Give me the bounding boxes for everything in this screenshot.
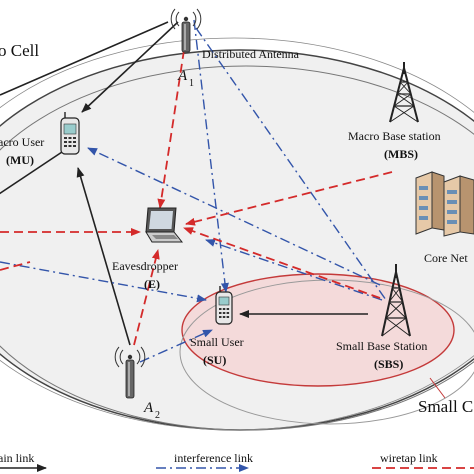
legend-interference-link: interference link	[156, 451, 253, 472]
macro-user-abbr: (MU)	[6, 153, 34, 167]
legend-wiretap-label: wiretap link	[380, 451, 438, 465]
macro-user-label: acro User	[0, 135, 44, 149]
interference-a1-to-sbs	[195, 27, 387, 301]
distributed-antenna-label: Distributed Antenna	[202, 47, 300, 61]
main-link-a2-to-mu	[76, 167, 131, 346]
small-base-station-tower-icon	[381, 264, 411, 337]
core-network-server-icon	[415, 171, 474, 237]
wiretap-left-lower	[0, 261, 31, 271]
wiretap-mbs-to-e	[185, 171, 393, 226]
small-user-label: Small User	[190, 335, 244, 349]
mbs-abbr: (MBS)	[384, 147, 418, 161]
sbs-abbr: (SBS)	[374, 357, 403, 371]
interference-sbs-to-mu	[87, 147, 381, 286]
legend: ain link interference link wiretap link	[0, 451, 474, 472]
interference-links	[0, 19, 387, 363]
small-user-phone-icon	[215, 286, 233, 325]
interference-a1-to-su	[193, 19, 229, 293]
interference-left-to-su	[0, 261, 207, 303]
mbs-label: Macro Base station	[348, 129, 441, 143]
main-links	[0, 21, 368, 346]
legend-main-link: ain link	[0, 451, 47, 472]
antenna-a1-label: A 1	[177, 68, 194, 89]
main-link-a1-to-mu	[81, 21, 179, 113]
eavesdropper-laptop-icon	[145, 207, 184, 243]
legend-main-label: ain link	[0, 451, 34, 465]
antenna-a1-letter: A	[177, 68, 188, 84]
wiretap-a1-to-e	[157, 49, 185, 209]
sbs-label: Small Base Station	[336, 339, 427, 353]
legend-wiretap-link: wiretap link	[372, 451, 474, 469]
antenna-a2-icon	[114, 346, 146, 399]
eavesdropper-abbr: (E)	[144, 277, 160, 291]
small-cell-area	[179, 273, 474, 425]
antenna-a1-subscript: 1	[189, 78, 194, 89]
main-link-a1-offscreen	[0, 21, 169, 96]
core-network-label: Core Net	[424, 251, 468, 265]
wiretap-links	[0, 49, 393, 346]
eavesdropper-label: Eavesdropper	[112, 259, 178, 273]
antenna-a2-label: A 2	[143, 400, 160, 421]
wiretap-sbs-to-e	[183, 227, 381, 299]
interference-a2-to-su	[139, 329, 213, 363]
macro-user-phone-icon	[60, 112, 80, 155]
antenna-a2-letter: A	[143, 400, 154, 416]
interference-sbs-to-e	[205, 239, 383, 301]
wiretap-a2-to-e	[133, 249, 160, 346]
legend-interference-label: interference link	[174, 451, 253, 465]
small-cell-label: Small C	[418, 397, 473, 416]
antenna-a2-subscript: 2	[155, 410, 160, 421]
main-link-mu-offscreen	[0, 151, 63, 195]
small-user-abbr: (SU)	[203, 353, 226, 367]
macro-base-station-tower-icon	[389, 62, 419, 123]
small-cell-pointer	[429, 377, 446, 399]
macro-cell-label: o Cell	[0, 41, 39, 60]
antenna-a1-icon	[170, 8, 202, 53]
